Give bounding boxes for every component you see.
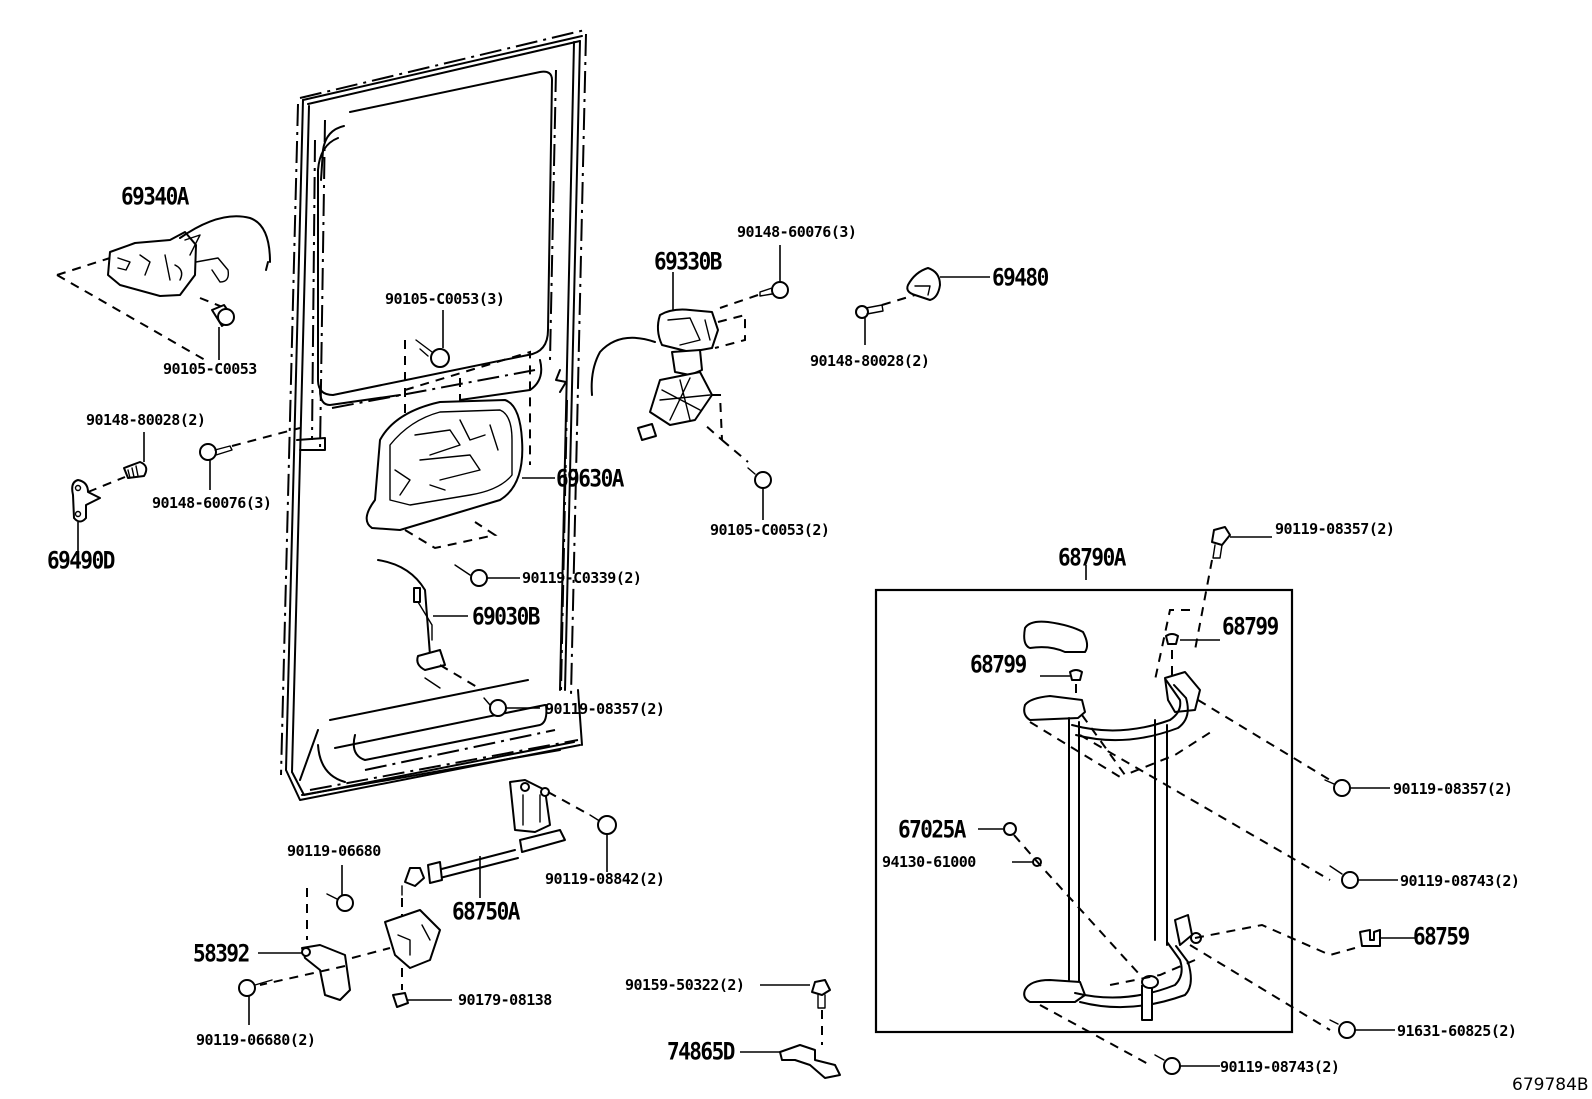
part-label-90119-08842[interactable]: 90119-08842(2)	[545, 870, 665, 888]
part-label-74865d[interactable]: 74865D	[667, 1037, 735, 1066]
part-label-90119-08357-right[interactable]: 90119-08357(2)	[1393, 780, 1513, 798]
cover-74865d-drawing	[740, 979, 841, 1079]
lock-assembly-69630a-drawing	[365, 310, 555, 550]
part-label-90105-c0053-3[interactable]: 90105-C0053(3)	[385, 290, 505, 308]
part-label-90119-06680[interactable]: 90119-06680	[287, 842, 381, 860]
part-label-90119-08357-lower[interactable]: 90119-08357(2)	[545, 700, 665, 718]
part-label-68750a[interactable]: 68750A	[452, 897, 520, 926]
part-label-68790a[interactable]: 68790A	[1058, 543, 1126, 572]
part-label-68799-left[interactable]: 68799	[970, 650, 1027, 679]
part-label-90148-80028-right[interactable]: 90148-80028(2)	[810, 352, 930, 370]
part-label-69490d[interactable]: 69490D	[47, 546, 115, 575]
check-assembly-68790a-drawing	[874, 526, 1356, 1066]
part-label-69330b[interactable]: 69330B	[654, 247, 722, 276]
right-side-bolts-drawing	[1154, 779, 1415, 1075]
part-label-68799-right[interactable]: 68799	[1222, 612, 1279, 641]
part-label-90119-08743-bottom[interactable]: 90119-08743(2)	[1220, 1058, 1340, 1076]
part-label-69030b[interactable]: 69030B	[472, 602, 540, 631]
part-label-67025a[interactable]: 67025A	[898, 815, 966, 844]
part-label-69340a[interactable]: 69340A	[121, 182, 189, 211]
part-label-90148-80028[interactable]: 90148-80028(2)	[86, 411, 206, 429]
lock-69340a-drawing	[56, 215, 271, 361]
diagram-reference-number: 679784B	[1512, 1075, 1589, 1095]
part-label-90105-c0053-2[interactable]: 90105-C0053(2)	[710, 521, 830, 539]
part-label-90148-60076[interactable]: 90148-60076(3)	[152, 494, 272, 512]
striker-69480-drawing	[855, 267, 990, 345]
part-label-68759[interactable]: 68759	[1413, 922, 1470, 951]
part-label-90179-08138[interactable]: 90179-08138	[458, 991, 552, 1009]
back-door-panel	[280, 29, 587, 801]
damper-stay-68750a-drawing	[238, 779, 617, 1025]
cable-69030b-drawing	[377, 559, 540, 717]
part-label-90105-c0053[interactable]: 90105-C0053	[163, 360, 257, 378]
part-label-69480[interactable]: 69480	[992, 263, 1049, 292]
part-label-90159-50322[interactable]: 90159-50322(2)	[625, 976, 745, 994]
part-label-90119-c0339[interactable]: 90119-C0339(2)	[522, 569, 642, 587]
part-label-90148-60076-right[interactable]: 90148-60076(3)	[737, 223, 857, 241]
part-label-90119-08743-mid[interactable]: 90119-08743(2)	[1400, 872, 1520, 890]
lock-69330b-drawing	[590, 245, 789, 520]
striker-69490d-drawing	[71, 427, 301, 552]
part-label-69630a[interactable]: 69630A	[556, 464, 624, 493]
part-label-90119-06680-2[interactable]: 90119-06680(2)	[196, 1031, 316, 1049]
part-label-58392[interactable]: 58392	[193, 939, 250, 968]
part-label-94130-61000[interactable]: 94130-61000	[882, 853, 976, 871]
part-label-91631-60825[interactable]: 91631-60825(2)	[1397, 1022, 1517, 1040]
part-label-90119-08357-top[interactable]: 90119-08357(2)	[1275, 520, 1395, 538]
